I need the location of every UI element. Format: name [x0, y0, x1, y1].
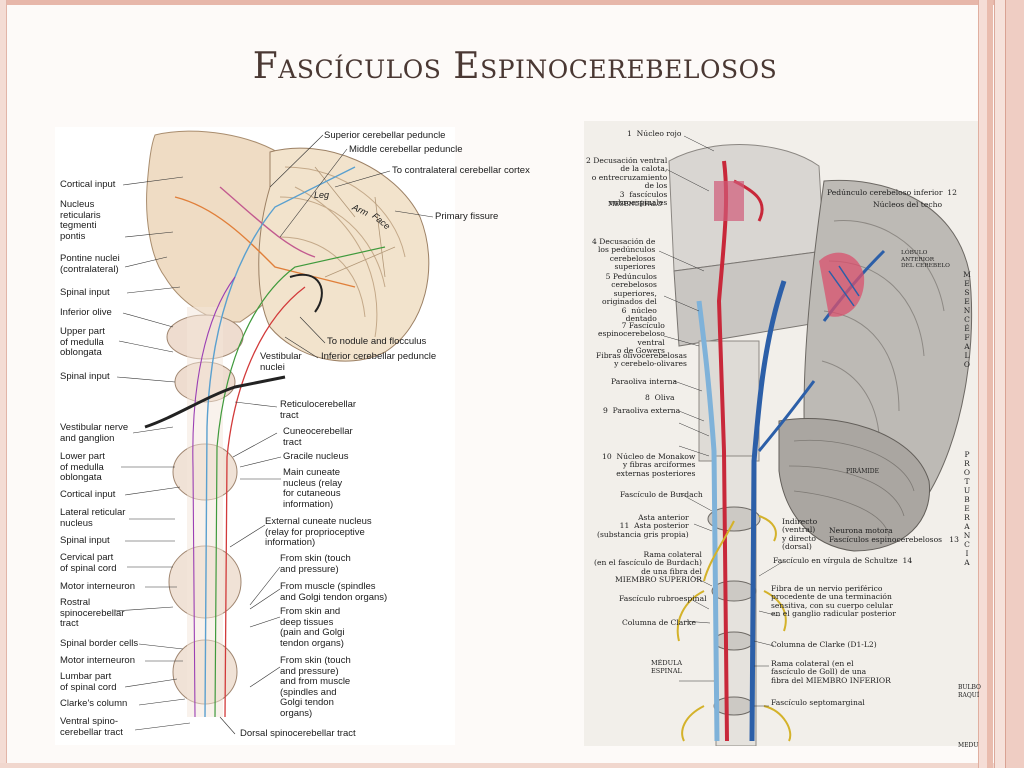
lf-label-vestibular-nerve: Vestibular nerve and ganglion — [60, 422, 129, 444]
lf-label-nucleus-reticularis: Nucleus reticularis tegmenti pontis — [60, 199, 101, 242]
rf-label-fasciculo-burdach: Fascículo de Burdach — [620, 490, 703, 499]
rf-label-medula-cut: MEDU — [958, 742, 979, 749]
rf-label-oliva: 8 Oliva — [645, 393, 675, 402]
lf-label-lumbar-cord: Lumbar part of spinal cord — [60, 671, 117, 693]
rf-label-lobulo-anterior: LÓBULO ANTERIOR DEL CEREBELO — [901, 250, 950, 269]
rf-label-nucleo-monakow: 10 Núcleo de Monakow y fibras arciformes… — [602, 452, 696, 478]
lf-label-from-skin-muscle: From skin (touch and pressure) and from … — [280, 655, 351, 719]
left-figure-drawing — [114, 130, 434, 735]
frame-stripe-3 — [994, 0, 1005, 768]
lf-label-motor-interneuron-1: Motor interneuron — [60, 581, 135, 592]
lf-label-superior-peduncle: Superior cerebellar peduncle — [324, 130, 446, 141]
rf-label-decusacion-ventral: 2 Decusación ventral de la calota, o ent… — [586, 156, 668, 208]
rf-label-astas: Asta anterior 11 Asta posterior (substan… — [597, 513, 689, 539]
slide-title: Fascículos Espinocerebelosos — [252, 46, 778, 87]
rf-label-decusacion-pedunculos: 4 Decusación de los pedúnculos cerebelos… — [592, 237, 656, 272]
lf-label-from-muscle: From muscle (spindles and Golgi tendon o… — [280, 581, 388, 603]
rf-label-fasciculo-rubroespinal: Fascículo rubroespinal — [619, 594, 707, 603]
rf-label-columna-clarke-left: Columna de Clarke — [622, 618, 696, 627]
lf-label-ventral-spinocerebellar: Ventral spino- cerebellar tract — [60, 716, 123, 738]
frame-bottom — [0, 763, 1024, 768]
lf-label-cervical-cord: Cervical part of spinal cord — [60, 552, 117, 574]
lf-label-gracile-nucleus: Gracile nucleus — [283, 451, 349, 462]
rf-label-rama-colateral-inferior: Rama colateral (en el fascículo de Goll)… — [771, 659, 891, 685]
rf-label-paraoliva-interna: Paraoliva interna — [611, 377, 678, 386]
frame-stripe-4 — [1005, 0, 1024, 768]
lf-label-lateral-reticular: Lateral reticular nucleus — [60, 507, 126, 529]
rf-label-pedunculo-inferior: Pedúnculo cerebeloso inferior 12 — [827, 188, 957, 197]
frame-stripe-2 — [987, 0, 993, 768]
lf-label-dorsal-spinocerebellar: Dorsal spinocerebellar tract — [240, 728, 356, 739]
rf-label-fibras-olivocerebelosas: Fibras olivocerebelosas y cerebelo-oliva… — [596, 351, 687, 369]
lf-label-from-skin-deep: From skin and deep tissues (pain and Gol… — [280, 606, 345, 649]
rf-vertical-mesencefalo: MESENCÉFALO — [963, 270, 971, 369]
right-figure-drawing — [658, 135, 973, 746]
lf-label-contralateral-cortex: To contralateral cerebellar cortex — [392, 165, 530, 176]
rf-label-fasciculo-gowers: 7 Fascículo espinocerebeloso ventral o d… — [598, 321, 665, 356]
rf-label-columna-clarke-right: Columna de Clarke (D1-L2) — [771, 640, 877, 649]
rf-label-neurona-motora: Neurona motora — [829, 526, 893, 535]
lf-label-spinal-border-cells: Spinal border cells — [60, 638, 139, 649]
lf-label-inferior-peduncle: Inferior cerebellar peduncle — [321, 351, 437, 362]
lf-label-cortical-input-1: Cortical input — [60, 179, 116, 190]
lf-label-lower-medulla: Lower part of medulla oblongata — [60, 451, 105, 483]
rf-label-mesencefalo: MESENCÉFALO — [608, 200, 663, 208]
rf-label-piramide: PIRÁMIDE — [846, 468, 879, 475]
rf-label-fibra-nervio-periferico: Fibra de un nervio periférico procedente… — [771, 584, 896, 619]
lf-label-motor-interneuron-2: Motor interneuron — [60, 655, 135, 666]
lf-label-spinal-input-1: Spinal input — [60, 287, 110, 298]
rf-vertical-protuberancia: PROTUBERANCIA — [963, 450, 971, 567]
right-figure — [584, 121, 978, 746]
frame-left — [0, 0, 7, 768]
lf-label-vestibular-nuclei: Vestibular nuclei — [260, 351, 302, 373]
rf-label-nucleos-techo: Núcleos del techo — [873, 200, 943, 209]
rf-label-nucleo-rojo: 1 Núcleo rojo — [627, 129, 682, 138]
frame-top — [0, 0, 1024, 5]
lf-label-primary-fissure: Primary fissure — [435, 211, 499, 222]
lf-label-reticulocerebellar: Reticulocerebellar tract — [280, 399, 357, 421]
rf-label-rama-colateral-superior: Rama colateral (en el fascículo de Burda… — [594, 550, 702, 585]
rf-label-indirecto-directo: Indirecto (ventral) y directo (dorsal) — [782, 517, 818, 552]
lf-label-pontine-nuclei: Pontine nuclei (contralateral) — [60, 253, 120, 275]
lf-label-upper-medulla: Upper part of medulla oblongata — [60, 326, 105, 358]
lf-label-clarkes-column: Clarke's column — [60, 698, 128, 709]
rf-label-bulbo: BULBO RAQUÍ — [958, 684, 981, 700]
lf-label-spinal-input-2: Spinal input — [60, 371, 110, 382]
lf-label-cortical-input-2: Cortical input — [60, 489, 116, 500]
lf-label-from-skin-1: From skin (touch and pressure) — [280, 553, 351, 575]
lf-label-middle-peduncle: Middle cerebellar peduncle — [349, 144, 463, 155]
rf-label-pedunculos-superiores: 5 Pedúnculos cerebelosos superiores, ori… — [602, 272, 657, 324]
frame-stripe-1 — [978, 0, 987, 768]
lf-label-rostral-spinocerebellar: Rostral spinocerebellar tract — [60, 597, 125, 629]
rf-label-paraoliva-externa: 9 Paraoliva externa — [603, 406, 681, 415]
lf-label-cuneocerebellar: Cuneocerebellar tract — [283, 426, 353, 448]
lf-label-spinal-input-3: Spinal input — [60, 535, 110, 546]
rf-label-medula-espinal: MÉDULA ESPINAL — [651, 659, 683, 676]
lf-label-main-cuneate: Main cuneate nucleus (relay for cutaneou… — [283, 467, 343, 510]
lf-label-nodule-flocculus: To nodule and flocculus — [327, 336, 427, 347]
rf-label-fasciculo-septomarginal: Fascículo septomarginal — [771, 698, 865, 707]
lf-label-inferior-olive: Inferior olive — [60, 307, 112, 318]
lf-label-external-cuneate: External cuneate nucleus (relay for prop… — [265, 516, 372, 548]
left-figure — [55, 127, 455, 745]
lf-label-leg: Leg — [314, 190, 330, 200]
rf-label-fasciculos-espinocerebelosos: Fascículos espinocerebelosos 13 — [829, 535, 959, 544]
rf-label-virgula-schultze: Fascículo en vírgula de Schultze 14 — [773, 556, 913, 565]
